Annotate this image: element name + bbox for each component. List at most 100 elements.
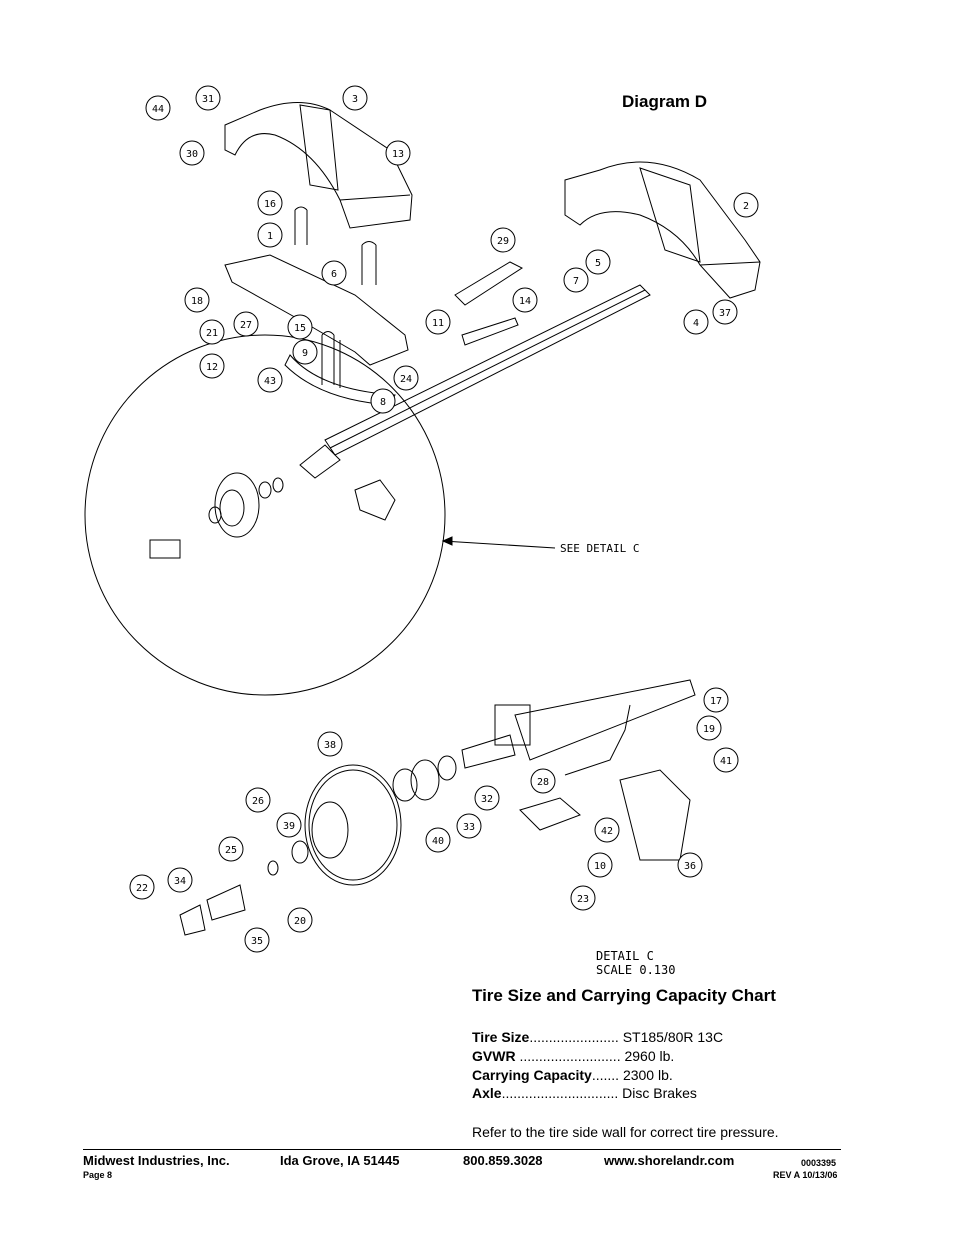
callout-number: 38: [324, 740, 336, 751]
spec-row-gvwr: GVWR .......................... 2960 lb.: [472, 1048, 674, 1064]
callout-number: 2: [743, 201, 749, 212]
callout-number: 20: [294, 916, 306, 927]
callout-bubble: [199, 353, 225, 379]
callout-bubble: [145, 95, 171, 121]
callout-bubble: [456, 813, 482, 839]
right-fender: [564, 161, 761, 299]
spec-row-axle: Axle.............................. Disc …: [472, 1085, 697, 1101]
callout-bubble: [257, 190, 283, 216]
callout-number: 18: [191, 296, 203, 307]
callout-number: 36: [684, 861, 696, 872]
spring-bracket: [224, 254, 409, 366]
callout-bubble: [712, 299, 738, 325]
callout-number: 28: [537, 777, 549, 788]
callout-bubble: [563, 267, 589, 293]
see-detail-leader: [442, 540, 556, 549]
callout-number: 42: [601, 826, 613, 837]
callout-number: 15: [294, 323, 306, 334]
callout-bubble: [276, 812, 302, 838]
callout-bubble: [257, 222, 283, 248]
callout-bubble: [184, 287, 210, 313]
detail-label: DETAIL C: [596, 949, 654, 963]
callout-bubble: [587, 852, 613, 878]
callout-bubble: [287, 907, 313, 933]
callout-bubble: [677, 852, 703, 878]
callout-number: 8: [380, 397, 386, 408]
callout-number: 4: [693, 318, 699, 329]
callout-number: 44: [152, 104, 164, 115]
callout-number: 29: [497, 236, 509, 247]
callout-number: 22: [136, 883, 148, 894]
callout-bubble: [425, 827, 451, 853]
callout-number: 12: [206, 362, 218, 373]
spec-dots: ..........................: [519, 1048, 621, 1064]
spec-dots: .......: [591, 1067, 620, 1083]
callout-bubble: [342, 85, 368, 111]
callout-number: 14: [519, 296, 531, 307]
spec-label: Axle: [472, 1085, 502, 1101]
footer-revision: REV A 10/13/06: [773, 1170, 838, 1180]
spec-row-carrying-capacity: Carrying Capacity....... 2300 lb.: [472, 1067, 673, 1083]
callout-bubble: [425, 309, 451, 335]
callout-bubble: [199, 319, 225, 345]
callout-bubble: [594, 817, 620, 843]
spec-value: ST185/80R 13C: [622, 1029, 724, 1045]
spec-value: 2300 lb.: [622, 1067, 673, 1083]
callout-bubble: [393, 365, 419, 391]
footer-page: Page 8: [83, 1170, 113, 1180]
callout-bubble: [321, 260, 347, 286]
spec-label: GVWR: [472, 1048, 516, 1064]
callout-bubble: [287, 314, 313, 340]
callout-bubble: [385, 140, 411, 166]
callout-number: 23: [577, 894, 589, 905]
callout-bubble: [129, 874, 155, 900]
callout-bubble: [696, 715, 722, 741]
spec-label: Carrying Capacity: [472, 1067, 592, 1083]
callout-number: 25: [225, 845, 237, 856]
callout-bubble: [370, 388, 396, 414]
callout-number: 26: [252, 796, 264, 807]
callout-bubble: [570, 885, 596, 911]
see-detail-label: SEE DETAIL C: [560, 542, 639, 555]
callout-number: 1: [267, 231, 273, 242]
callout-number: 3: [352, 94, 358, 105]
callout-bubble: [683, 309, 709, 335]
callout-number: 31: [202, 94, 214, 105]
callout-bubble: [244, 927, 270, 953]
callout-number: 39: [283, 821, 295, 832]
spec-row-tire-size: Tire Size....................... ST185/8…: [472, 1029, 723, 1045]
spec-dots: .......................: [529, 1029, 619, 1045]
callout-number: 19: [703, 724, 715, 735]
footer-doc-number: 0003395: [801, 1158, 837, 1168]
callout-bubble: [317, 731, 343, 757]
callout-bubble: [245, 787, 271, 813]
callout-number: 33: [463, 822, 475, 833]
diagram-title: Diagram D: [622, 92, 708, 111]
hub-assembly: [149, 444, 396, 559]
callout-number: 10: [594, 861, 606, 872]
step-bar: [461, 317, 519, 346]
spec-value: Disc Brakes: [622, 1085, 697, 1101]
callout-number: 32: [481, 794, 493, 805]
callout-bubble: [474, 785, 500, 811]
callout-number: 35: [251, 936, 263, 947]
callout-number: 37: [719, 308, 731, 319]
footer-rule: [83, 1149, 841, 1150]
callout-number: 6: [331, 269, 337, 280]
callout-number: 7: [573, 276, 579, 287]
callout-number: 30: [186, 149, 198, 160]
callout-bubble: [530, 768, 556, 794]
callout-bubble: [233, 311, 259, 337]
step-plate: [454, 261, 524, 306]
callout-bubble: [713, 747, 739, 773]
callout-number: 34: [174, 876, 186, 887]
footer-phone: 800.859.3028: [463, 1153, 543, 1168]
footer-company: Midwest Industries, Inc.: [83, 1153, 230, 1168]
footer-web: www.shorelandr.com: [604, 1153, 735, 1168]
callout-number: 13: [392, 149, 404, 160]
callout-number: 43: [264, 376, 276, 387]
callout-bubble: [490, 227, 516, 253]
u-bolts: [294, 206, 377, 388]
